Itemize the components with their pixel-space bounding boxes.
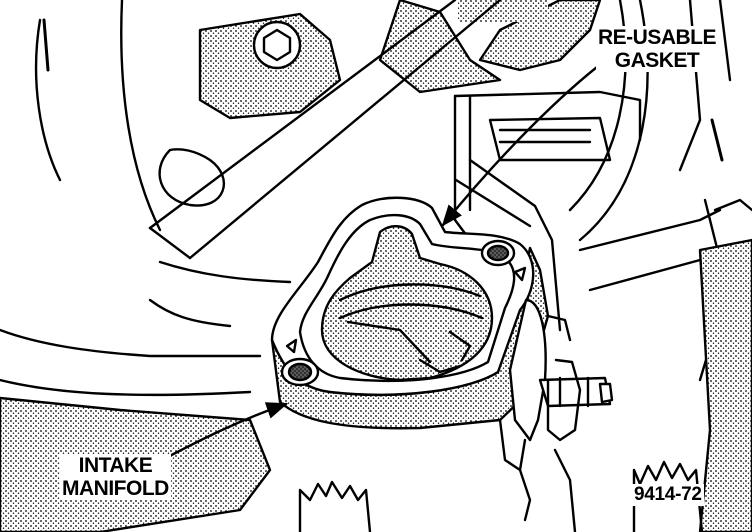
intake-manifold-label: INTAKE MANIFOLD: [60, 454, 171, 500]
intake-manifold-label-line2: MANIFOLD: [62, 477, 169, 500]
figure-number: 9414-72: [632, 484, 704, 506]
gear-teeth: [298, 460, 704, 532]
intake-manifold-label-line1: INTAKE: [78, 454, 153, 477]
reusable-gasket-label: RE-USABLE GASKET: [596, 26, 719, 72]
manifold-leader-arrow: [160, 402, 289, 462]
diagonal-coolant-tube: [148, 0, 502, 260]
gasket-leader-arrow: [441, 58, 608, 227]
reusable-gasket-label-line2: GASKET: [614, 49, 700, 72]
engine-block-outline: [0, 0, 292, 397]
stud-and-nut: [498, 298, 614, 532]
reusable-gasket-label-line1: RE-USABLE: [598, 26, 717, 49]
socket-head-bolt: [252, 20, 302, 70]
right-stippled-band: [698, 238, 752, 532]
thermostat-housing: [270, 196, 550, 430]
